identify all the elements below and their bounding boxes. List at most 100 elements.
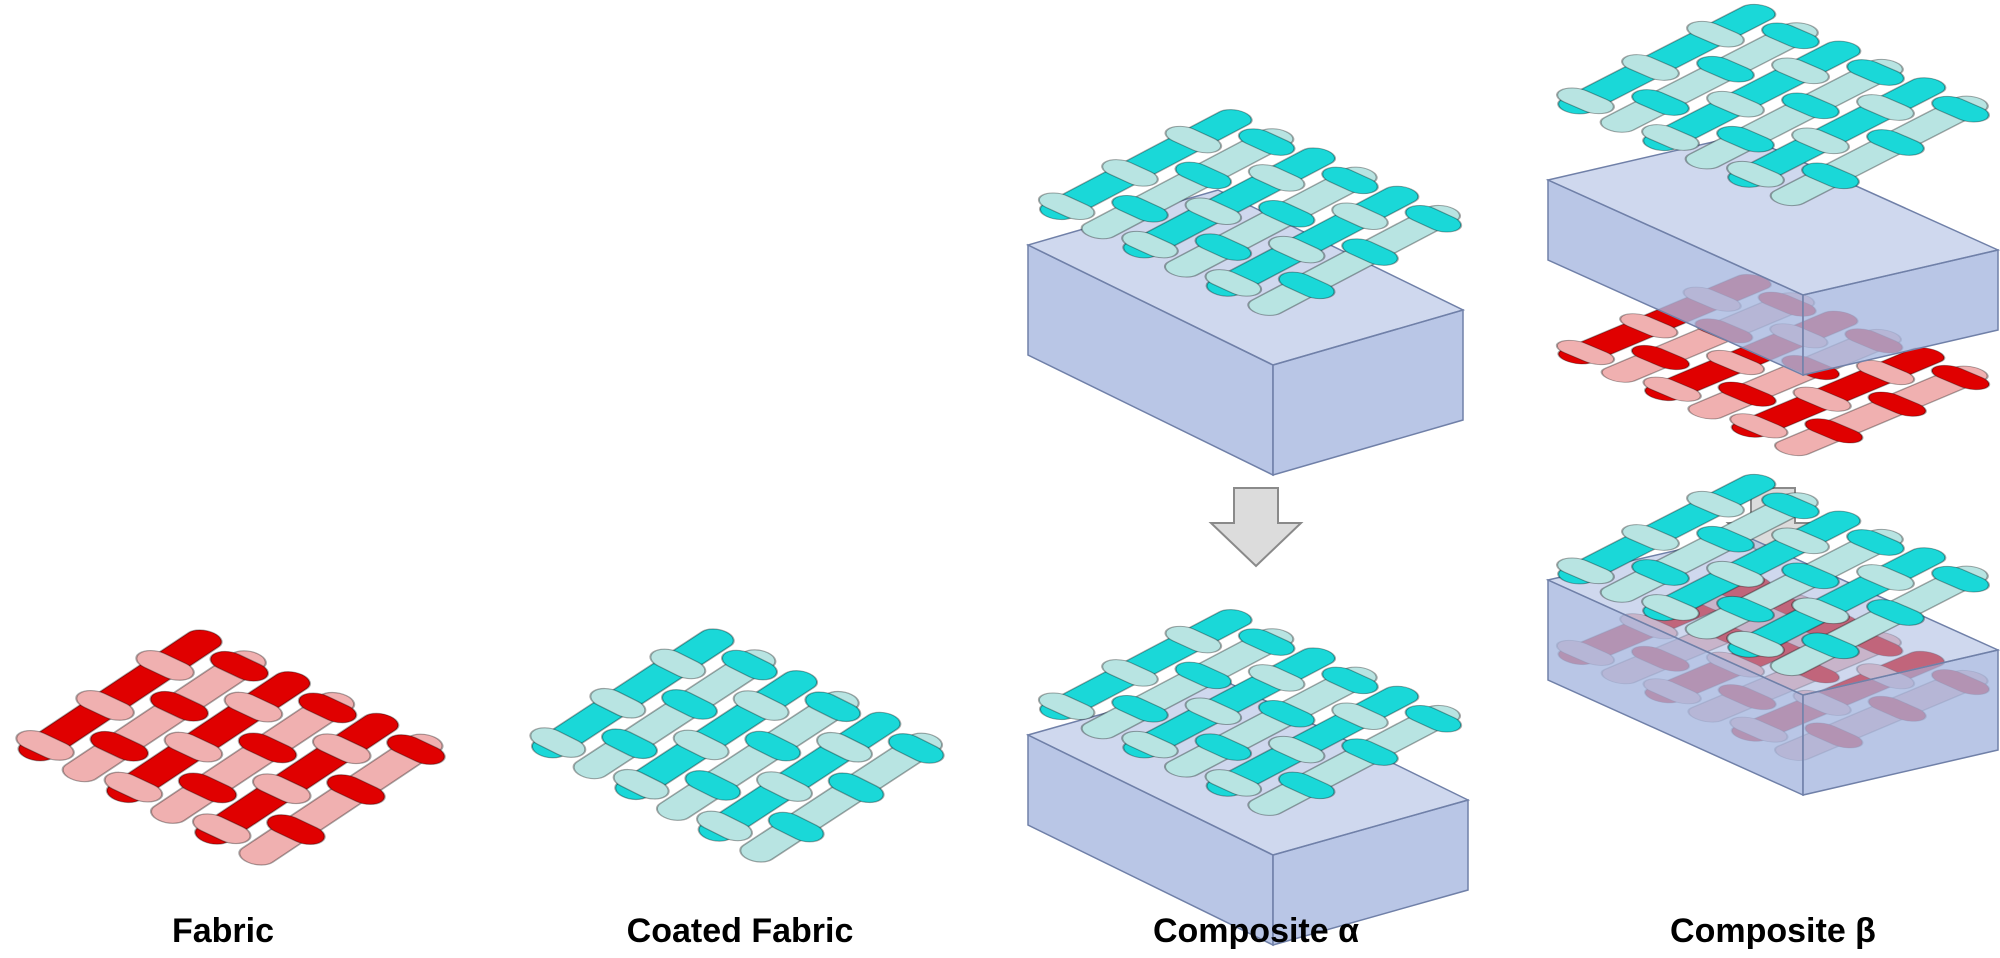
yarn: [1931, 565, 1990, 593]
yarn: [1194, 733, 1253, 761]
yarn: [1204, 769, 1263, 797]
yarn: [135, 650, 195, 681]
yarn: [1555, 339, 1616, 366]
yarn: [756, 771, 813, 802]
yarn: [1101, 659, 1159, 687]
yarn: [1696, 525, 1755, 553]
yarn: [529, 727, 587, 758]
yarn: [1277, 771, 1336, 800]
label-composite-alpha: Composite α: [1152, 912, 1360, 950]
yarn: [1706, 90, 1765, 118]
yarn: [1164, 625, 1223, 654]
yarn: [1321, 166, 1379, 195]
yarn: [1631, 559, 1690, 586]
yarn: [1277, 271, 1336, 300]
yarn: [732, 690, 790, 721]
yarn: [1706, 560, 1765, 588]
yarn: [1930, 364, 1991, 391]
composite-beta-weave-exploded: [1556, 3, 1990, 207]
yarn: [1856, 564, 1915, 591]
yarn: [1111, 195, 1169, 223]
yarn: [1037, 692, 1096, 720]
composite-alpha-weave-exploded: [1037, 109, 1463, 316]
yarn: [1556, 557, 1615, 585]
yarn: [1792, 386, 1852, 412]
yarn: [1791, 597, 1850, 625]
yarn: [1630, 344, 1691, 371]
yarn: [311, 733, 372, 765]
yarn: [1267, 735, 1326, 764]
yarn: [767, 811, 825, 843]
yarn: [1717, 381, 1777, 407]
yarn: [1791, 127, 1850, 155]
yarn: [1729, 413, 1789, 439]
yarn: [1771, 527, 1830, 555]
yarn: [1237, 628, 1296, 656]
yarn: [1237, 128, 1296, 156]
yarn: [1705, 349, 1766, 376]
yarn: [804, 691, 862, 723]
yarn: [1331, 702, 1389, 730]
yarn: [1331, 202, 1389, 230]
yarn: [237, 732, 298, 764]
yarn: [1696, 55, 1755, 83]
fabric-weave: [15, 629, 446, 866]
yarn: [191, 813, 252, 845]
composite-alpha-weave: [1037, 609, 1463, 816]
yarn: [1686, 20, 1745, 48]
yarn: [1164, 125, 1223, 154]
yarn: [1404, 205, 1463, 233]
yarn: [1771, 57, 1830, 85]
yarn: [266, 814, 326, 845]
label-composite-beta: Composite β: [1670, 912, 1876, 950]
yarn: [297, 692, 358, 724]
yarn: [1931, 95, 1990, 123]
yarn: [89, 730, 150, 762]
yarn: [1174, 661, 1233, 690]
yarn: [1846, 59, 1905, 86]
yarn: [1631, 89, 1690, 116]
yarn: [1247, 664, 1306, 692]
yarn: [1726, 160, 1785, 188]
yarn: [1866, 129, 1925, 156]
yarn: [1404, 705, 1463, 733]
yarn: [1866, 599, 1925, 626]
yarn: [1846, 529, 1905, 556]
yarn: [1321, 666, 1379, 695]
yarn: [223, 691, 284, 723]
yarn: [887, 733, 945, 764]
yarn: [1121, 730, 1179, 759]
yarn: [612, 768, 670, 800]
yarn: [1761, 22, 1820, 50]
yarn: [1184, 197, 1243, 225]
yarn: [1174, 161, 1233, 190]
yarn: [601, 728, 658, 760]
yarn: [1111, 695, 1169, 723]
yarn: [1781, 562, 1840, 590]
yarn: [15, 730, 75, 761]
composite-beta-matrix-exploded: [1545, 134, 2000, 377]
yarn: [1101, 159, 1159, 187]
yarn: [1247, 164, 1306, 192]
label-coated-fabric: Coated Fabric: [626, 912, 854, 950]
coated-fabric-weave: [529, 628, 945, 863]
yarn: [251, 773, 312, 805]
yarn: [1641, 594, 1700, 621]
yarn: [1184, 697, 1243, 725]
yarn: [1801, 632, 1860, 660]
yarn: [209, 650, 270, 682]
yarn: [1257, 700, 1316, 728]
yarn: [684, 770, 742, 801]
yarn: [589, 687, 647, 719]
yarn: [1341, 738, 1399, 766]
yarn: [177, 772, 238, 804]
yarn: [1761, 492, 1820, 520]
yarn: [1621, 54, 1680, 81]
composite-beta-weave: [1556, 473, 1990, 677]
yarn: [1204, 269, 1263, 297]
yarn: [1726, 630, 1785, 658]
yarn: [1686, 490, 1745, 518]
yarn: [386, 734, 446, 765]
yarn: [649, 648, 707, 680]
